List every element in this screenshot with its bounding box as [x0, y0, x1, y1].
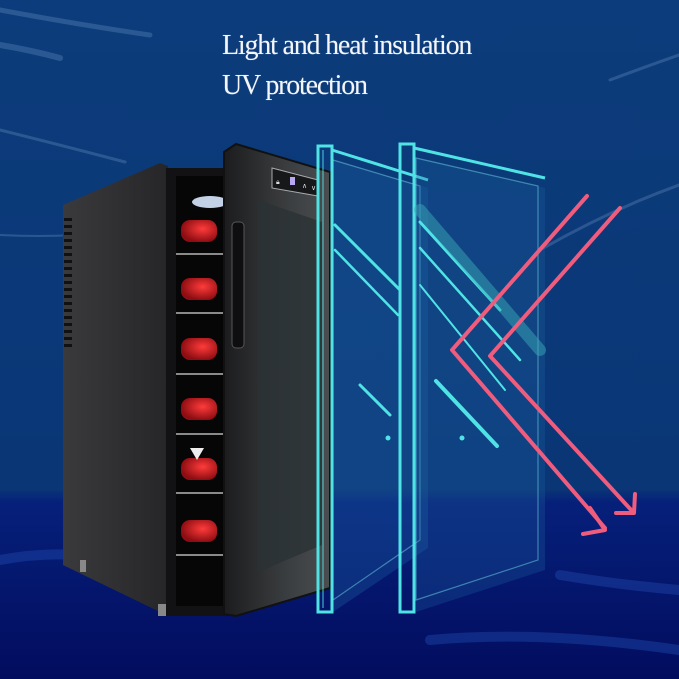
display-icon	[290, 177, 295, 185]
up-arrow-icon: ∧	[302, 182, 307, 190]
feature-headline: Light and heat insulation UV protection	[222, 26, 472, 106]
vent-grille	[64, 218, 72, 347]
wine-rack	[176, 220, 224, 556]
headline-line-2: UV protection	[222, 70, 368, 101]
interior-light	[192, 196, 228, 208]
light-rejection-arrows	[450, 194, 637, 536]
headline-line-1: Light and heat insulation	[222, 30, 472, 61]
lock-icon: 🔒︎	[276, 178, 280, 186]
down-arrow-icon: ∨	[311, 184, 316, 192]
glass-pane-1	[316, 144, 429, 614]
background-streaks	[0, 7, 679, 252]
wine-cooler: 🔒︎ ∧ ∨	[63, 142, 331, 618]
door-handle	[231, 221, 245, 349]
arrow-2	[488, 206, 635, 514]
arrow-1	[450, 194, 607, 530]
bottle-caps	[181, 220, 217, 542]
